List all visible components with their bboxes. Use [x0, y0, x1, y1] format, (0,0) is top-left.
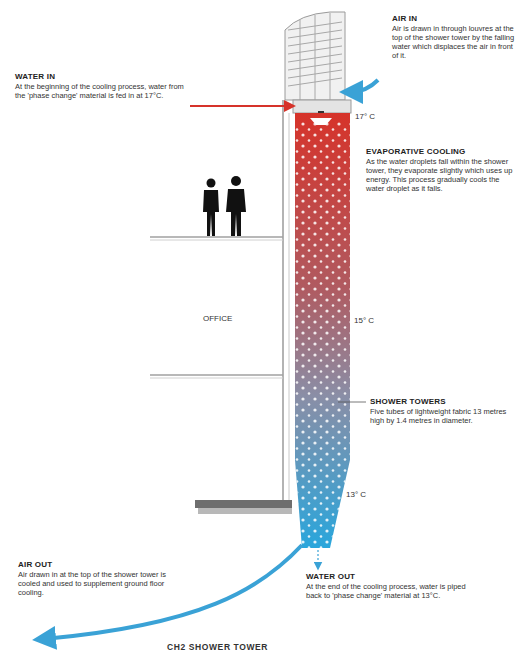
callout-text: As the water droplets fall within the sh…	[366, 157, 514, 193]
callout-text: Air is drawn in through louvres at the t…	[392, 24, 516, 60]
louvre-slats	[288, 13, 342, 100]
callout-heading: AIR IN	[392, 14, 516, 24]
building-wall	[289, 113, 290, 505]
ground-slab	[198, 508, 292, 514]
leader-line	[338, 402, 366, 403]
building-wall	[282, 100, 284, 505]
room-label: OFFICE	[203, 314, 232, 324]
floor-slab	[150, 378, 283, 379]
callout-text: Five tubes of lightweight fabric 13 metr…	[370, 407, 510, 425]
callout-heading: SHOWER TOWERS	[370, 397, 514, 407]
ground-slab	[195, 500, 292, 508]
air-out-arrow	[44, 545, 302, 639]
floor-slab	[150, 236, 283, 238]
callout-text: At the beginning of the cooling process,…	[15, 82, 185, 100]
louvres	[285, 12, 345, 100]
caption: CH2 SHOWER TOWER	[167, 642, 268, 652]
temperature-label: 17° C	[355, 112, 375, 122]
air-in-arrow	[351, 80, 378, 92]
callout-heading: AIR OUT	[18, 560, 178, 570]
temperature-label: 13° C	[346, 490, 366, 500]
callout-heading: WATER OUT	[306, 572, 474, 582]
callout-text: At the end of the cooling process, water…	[306, 582, 474, 600]
water-droplets	[310, 118, 332, 125]
water-out-arrow	[317, 562, 319, 566]
floor-slab	[150, 240, 283, 241]
floor-slab	[150, 374, 283, 376]
callout-heading: EVAPORATIVE COOLING	[366, 147, 514, 157]
callout-text: Air drawn in at the top of the shower to…	[18, 570, 178, 597]
water-droplets	[295, 122, 350, 548]
water-out-pipe	[317, 550, 318, 562]
water-in-arrow	[190, 105, 292, 107]
people-silhouette	[203, 176, 246, 236]
temperature-label: 15° C	[354, 316, 374, 326]
shower-tower	[295, 113, 350, 548]
callout-heading: WATER IN	[15, 72, 185, 82]
